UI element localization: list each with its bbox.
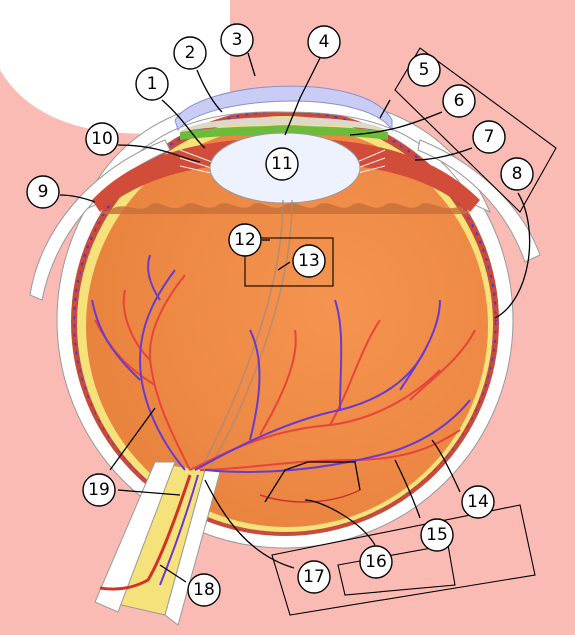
label-11: 11 <box>265 147 299 181</box>
label-8: 8 <box>500 157 534 191</box>
svg-text:9: 9 <box>38 182 49 202</box>
svg-text:7: 7 <box>484 127 495 147</box>
leader-lines <box>59 52 531 583</box>
label-13: 13 <box>292 244 326 278</box>
label-group-box-16-inner <box>337 544 456 596</box>
central-retinal-vein <box>159 474 199 586</box>
label-14: 14 <box>461 485 495 519</box>
hyaloid-canal <box>199 199 293 473</box>
svg-text:6: 6 <box>454 91 465 111</box>
svg-text:16: 16 <box>365 552 387 572</box>
inset-box-12-13 <box>244 237 334 287</box>
label-7: 7 <box>472 120 506 154</box>
label-16: 16 <box>359 545 393 579</box>
label-12: 12 <box>228 223 262 257</box>
label-18: 18 <box>187 573 221 607</box>
conjunctiva-right <box>417 139 541 263</box>
macula <box>259 489 361 503</box>
label-15: 15 <box>420 518 454 552</box>
label-5: 5 <box>407 53 441 87</box>
label-19: 19 <box>82 473 116 507</box>
svg-text:10: 10 <box>91 129 113 149</box>
label-10: 10 <box>85 122 119 156</box>
svg-text:1: 1 <box>147 74 158 94</box>
svg-text:4: 4 <box>319 32 330 52</box>
retinal-veins <box>91 254 471 473</box>
central-retinal-artery <box>99 474 192 591</box>
svg-text:17: 17 <box>303 567 325 587</box>
optic-nerve-sheath <box>94 461 176 613</box>
svg-text:18: 18 <box>193 580 215 600</box>
svg-text:12: 12 <box>234 230 256 250</box>
svg-text:15: 15 <box>426 525 448 545</box>
label-1: 1 <box>135 67 169 101</box>
cornea <box>174 85 393 132</box>
svg-text:11: 11 <box>271 154 293 174</box>
svg-text:19: 19 <box>88 480 110 500</box>
svg-text:5: 5 <box>419 60 430 80</box>
label-4: 4 <box>307 25 341 59</box>
background-cutout-left <box>0 0 230 134</box>
vitreous-body <box>86 125 488 527</box>
ciliary-body <box>92 138 480 212</box>
conjunctiva-left <box>29 139 171 301</box>
label-3: 3 <box>220 23 254 57</box>
svg-text:2: 2 <box>185 43 196 63</box>
label-2: 2 <box>173 36 207 70</box>
svg-text:13: 13 <box>298 251 320 271</box>
svg-text:14: 14 <box>467 492 489 512</box>
svg-text:8: 8 <box>512 164 523 184</box>
anterior-chamber <box>180 117 388 132</box>
label-17: 17 <box>297 560 331 594</box>
label-6: 6 <box>442 84 476 118</box>
label-9: 9 <box>26 175 60 209</box>
choroid-vessels <box>73 109 497 532</box>
ciliary-processes <box>100 203 470 214</box>
svg-text:3: 3 <box>232 30 243 50</box>
